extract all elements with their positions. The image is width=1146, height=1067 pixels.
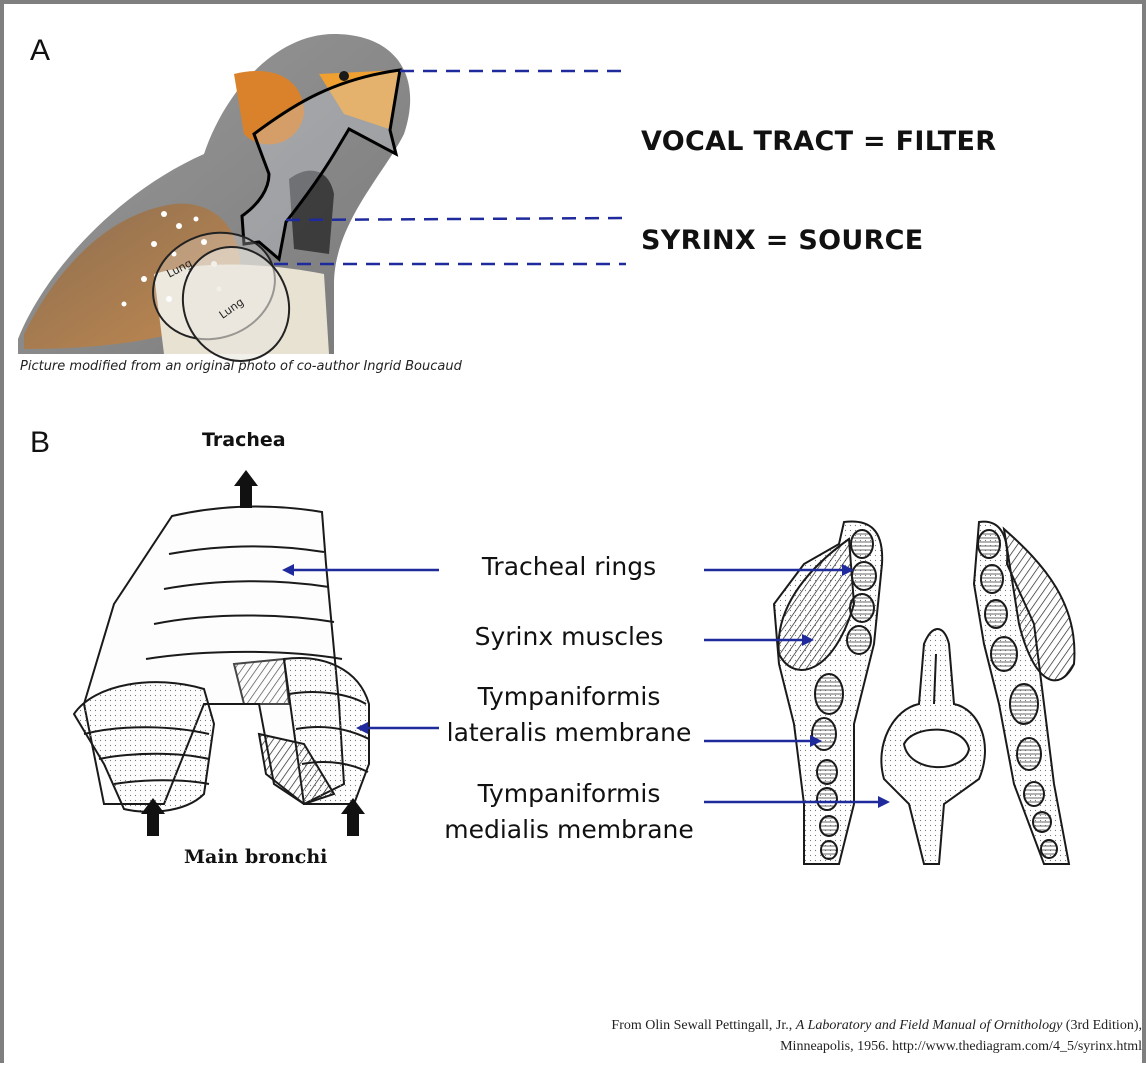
credit-book-title: A Laboratory and Field Manual of Ornitho… [796, 1018, 1063, 1033]
credit-line-2: Minneapolis, 1956. http://www.thediagram… [434, 1036, 1142, 1057]
vocal-tract-label: VOCAL TRACT = FILTER [641, 126, 996, 157]
tracheal-rings-label: Tracheal rings [444, 549, 694, 585]
medialis-membrane-label: Tympaniformis medialis membrane [424, 776, 714, 848]
lateralis-line-1: Tympaniformis [424, 679, 714, 715]
medialis-line-1: Tympaniformis [424, 776, 714, 812]
source-credit: From Olin Sewall Pettingall, Jr., A Labo… [434, 1015, 1142, 1057]
syrinx-label: SYRINX = SOURCE [641, 225, 924, 256]
main-bronchi-label: Main bronchi [184, 846, 327, 868]
credit-suffix: (3rd Edition), [1062, 1018, 1142, 1033]
syrinx-external-drawing [74, 506, 369, 811]
panel-b-letter: B [30, 426, 50, 460]
credit-line-1: From Olin Sewall Pettingall, Jr., A Labo… [434, 1015, 1142, 1036]
trachea-arrow [234, 470, 258, 508]
syrinx-cross-section [774, 521, 1074, 864]
lateralis-line-2: lateralis membrane [424, 715, 714, 751]
syrinx-muscles-label: Syrinx muscles [444, 619, 694, 655]
photo-caption: Picture modified from an original photo … [20, 359, 462, 374]
lateralis-membrane-label: Tympaniformis lateralis membrane [424, 679, 714, 751]
credit-prefix: From Olin Sewall Pettingall, Jr., [611, 1018, 795, 1033]
panel-a-graphics [4, 4, 1146, 1067]
trachea-label: Trachea [202, 429, 286, 451]
medialis-line-2: medialis membrane [424, 812, 714, 848]
arrow-medialis-head [878, 796, 890, 808]
panel-a-letter: A [30, 34, 50, 68]
